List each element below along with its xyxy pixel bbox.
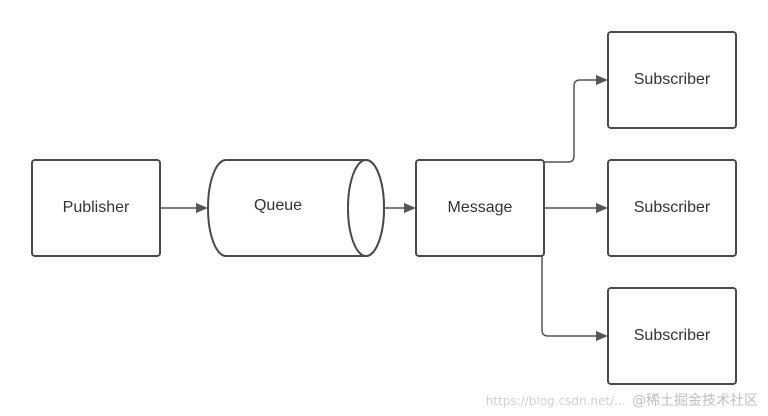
watermark: https://blog.csdn.net/... @稀土掘金技术社区 — [486, 390, 758, 410]
queue-node: Queue — [207, 159, 385, 257]
arrowhead-icon — [596, 331, 608, 341]
edge-queue-to-message — [384, 203, 416, 213]
arrowhead-icon — [196, 203, 208, 213]
subscriber-label-2: Subscriber — [634, 199, 711, 216]
arrowhead-icon — [404, 203, 416, 213]
queue-label: Queue — [254, 197, 302, 214]
subscriber-node-2: Subscriber — [607, 159, 737, 257]
edge-message-to-subscriber-3 — [541, 256, 608, 341]
subscriber-label-3: Subscriber — [634, 327, 711, 344]
arrowhead-icon — [596, 75, 608, 85]
watermark-url: https://blog.csdn.net/... — [485, 394, 626, 408]
publisher-node: Publisher — [31, 159, 161, 257]
message-node: Message — [415, 159, 545, 257]
edge-message-to-subscriber-1 — [544, 75, 608, 163]
watermark-text: @稀土掘金技术社区 — [632, 393, 758, 409]
edge-message-to-subscriber-2 — [544, 203, 608, 213]
subscriber-node-1: Subscriber — [607, 31, 737, 129]
publisher-label: Publisher — [63, 199, 130, 216]
edge-publisher-to-queue — [160, 203, 208, 213]
arrowhead-icon — [596, 203, 608, 213]
subscriber-label-1: Subscriber — [634, 71, 711, 88]
subscriber-node-3: Subscriber — [607, 287, 737, 385]
message-label: Message — [448, 199, 513, 216]
